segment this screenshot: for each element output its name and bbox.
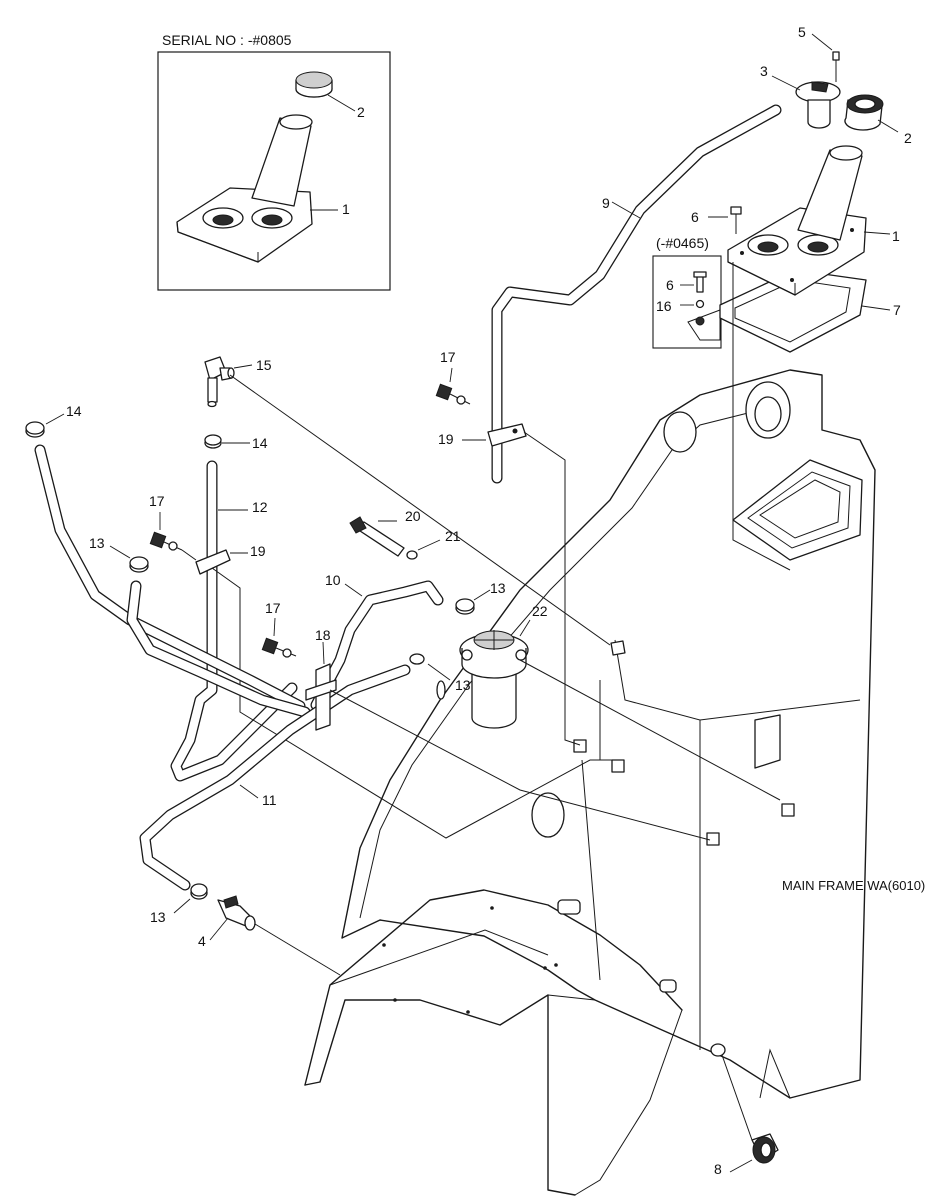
callout-17-upper: 17 bbox=[440, 349, 456, 365]
callout-3: 3 bbox=[760, 63, 768, 79]
callout-13-lower: 13 bbox=[150, 909, 166, 925]
callout-7: 7 bbox=[893, 302, 901, 318]
serial-inset: SERIAL NO : -#0805 2 1 bbox=[157, 32, 391, 291]
callout-6: 6 bbox=[691, 209, 699, 225]
callout-1: 1 bbox=[892, 228, 900, 244]
callout-21: 21 bbox=[445, 528, 461, 544]
callout-1-inset: 1 bbox=[342, 201, 350, 217]
callout-13-left: 13 bbox=[89, 535, 105, 551]
hoses-10-11: 10 11 18 17 bbox=[139, 572, 711, 891]
return-pipe: 15 14 12 19 17 bbox=[149, 356, 612, 839]
drain-cock: 13 4 bbox=[150, 883, 341, 976]
fuel-filter: 22 13 13 20 21 bbox=[349, 508, 781, 801]
early-inset-caption: (-#0465) bbox=[656, 235, 709, 251]
callout-16: 16 bbox=[656, 298, 672, 314]
serial-inset-caption: SERIAL NO : -#0805 bbox=[162, 32, 292, 48]
callout-11: 11 bbox=[262, 792, 277, 808]
callout-14-left: 14 bbox=[66, 403, 82, 419]
callout-2-inset: 2 bbox=[357, 104, 365, 120]
callout-6-inset: 6 bbox=[666, 277, 674, 293]
callout-19-lower: 19 bbox=[250, 543, 266, 559]
main-frame-label: MAIN FRAME WA(6010) bbox=[782, 878, 925, 893]
callout-13-mid: 13 bbox=[455, 677, 471, 693]
callout-18: 18 bbox=[315, 627, 331, 643]
callout-20: 20 bbox=[405, 508, 421, 524]
breather-tube: 9 17 19 bbox=[435, 104, 782, 746]
tank-top-assembly: 5 3 2 1 6 7 bbox=[691, 24, 912, 520]
callout-9: 9 bbox=[602, 195, 610, 211]
callout-2: 2 bbox=[904, 130, 912, 146]
drain-plug: 8 bbox=[714, 1054, 779, 1177]
callout-10: 10 bbox=[325, 572, 341, 588]
callout-19-upper: 19 bbox=[438, 431, 454, 447]
callout-17-left: 17 bbox=[149, 493, 165, 509]
callout-13-upper: 13 bbox=[490, 580, 506, 596]
main-frame: MAIN FRAME WA(6010) bbox=[304, 369, 925, 1196]
callout-8: 8 bbox=[714, 1161, 722, 1177]
early-serial-inset: (-#0465) 6 16 bbox=[652, 235, 722, 349]
callout-4: 4 bbox=[198, 933, 206, 949]
callout-12: 12 bbox=[252, 499, 268, 515]
supply-hose: 14 13 bbox=[25, 403, 311, 718]
callout-5: 5 bbox=[798, 24, 806, 40]
callout-15: 15 bbox=[256, 357, 272, 373]
callout-14-right: 14 bbox=[252, 435, 268, 451]
callout-17-mid: 17 bbox=[265, 600, 281, 616]
callout-22: 22 bbox=[532, 603, 548, 619]
